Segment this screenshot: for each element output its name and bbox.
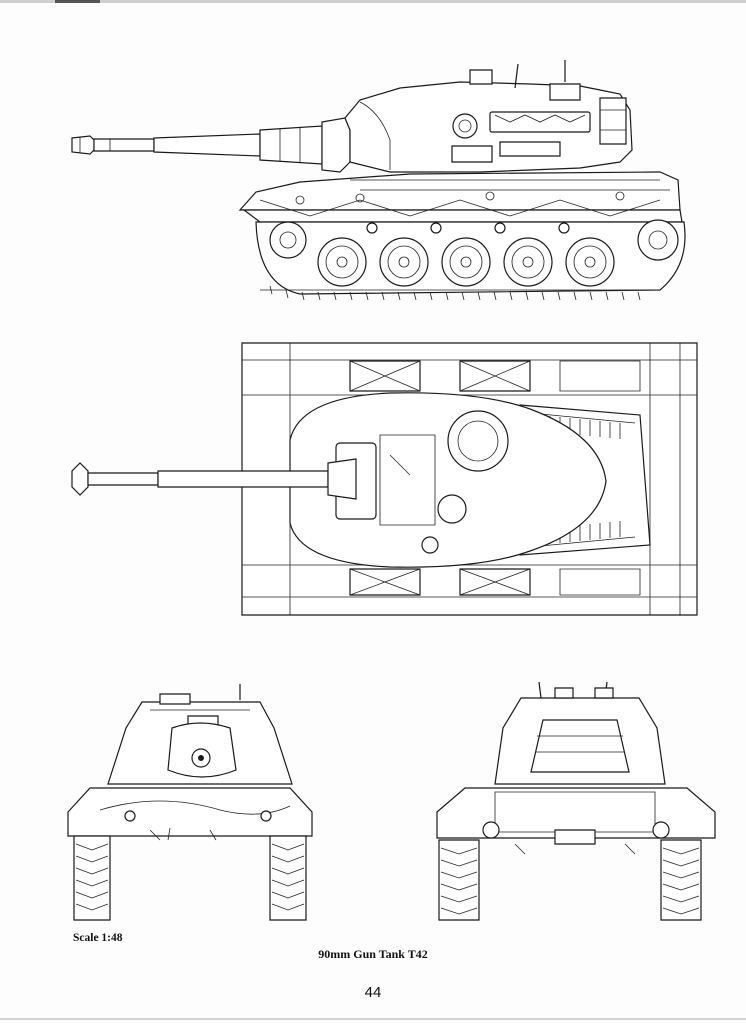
side-track — [256, 220, 685, 300]
side-view-drawing — [60, 50, 690, 305]
rear-tracks — [439, 840, 701, 920]
figure-caption: 90mm Gun Tank T42 — [318, 947, 428, 961]
side-gun-barrel — [72, 126, 322, 164]
top-turret — [290, 393, 606, 567]
front-tracks — [74, 836, 306, 920]
top-gun-barrel — [72, 459, 356, 499]
side-turret — [322, 60, 632, 172]
front-hull — [68, 788, 312, 840]
rear-view-drawing — [425, 680, 725, 925]
front-view-drawing — [60, 680, 320, 925]
front-turret — [108, 684, 292, 784]
side-hull — [240, 172, 682, 222]
top-border — [0, 0, 746, 3]
rear-turret — [495, 682, 665, 784]
bottom-border — [0, 1018, 746, 1020]
rear-hull — [437, 788, 715, 854]
scale-label: Scale 1:48 — [73, 932, 123, 944]
top-view-drawing — [60, 335, 710, 625]
page-number: 44 — [364, 984, 382, 1001]
